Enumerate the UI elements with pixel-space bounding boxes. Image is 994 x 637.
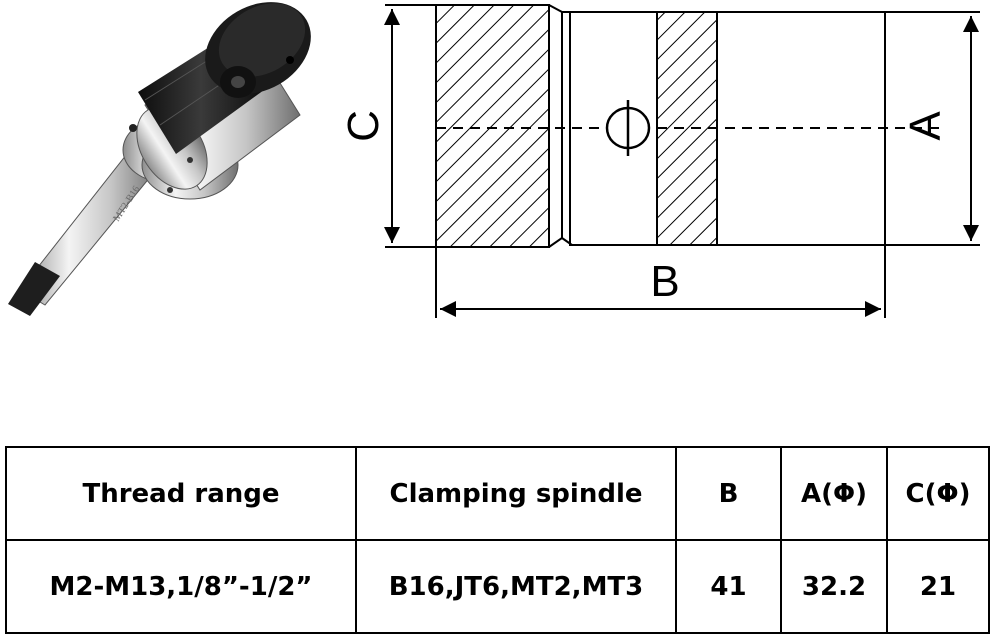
- header-c-diameter: C(Φ): [886, 446, 990, 541]
- technical-drawing: C A B: [340, 4, 980, 318]
- tap-chuck-photo: MT2-B16: [8, 2, 311, 316]
- hatched-section-left: [435, 4, 550, 248]
- table-row: M2-M13,1/8”-1/2” B16,JT6,MT2,MT3 41 32.2…: [5, 539, 990, 634]
- header-thread-range: Thread range: [5, 446, 357, 541]
- cell-c-diameter: 21: [886, 539, 990, 634]
- header-clamping-spindle: Clamping spindle: [355, 446, 677, 541]
- dimension-c-label: C: [340, 110, 388, 142]
- spec-table: Thread range Clamping spindle B A(Φ) C(Φ…: [5, 446, 990, 634]
- dimension-a-label: A: [901, 111, 950, 141]
- taper-shank: MT2-B16: [8, 149, 161, 316]
- dimension-b-label: B: [650, 257, 679, 306]
- cell-a-diameter: 32.2: [780, 539, 888, 634]
- cell-b: 41: [675, 539, 782, 634]
- diameter-symbol: [605, 100, 651, 156]
- cell-thread-range: M2-M13,1/8”-1/2”: [5, 539, 357, 634]
- cell-clamping-spindle: B16,JT6,MT2,MT3: [355, 539, 677, 634]
- table-header-row: Thread range Clamping spindle B A(Φ) C(Φ…: [5, 446, 990, 541]
- header-a-diameter: A(Φ): [780, 446, 888, 541]
- header-b: B: [675, 446, 782, 541]
